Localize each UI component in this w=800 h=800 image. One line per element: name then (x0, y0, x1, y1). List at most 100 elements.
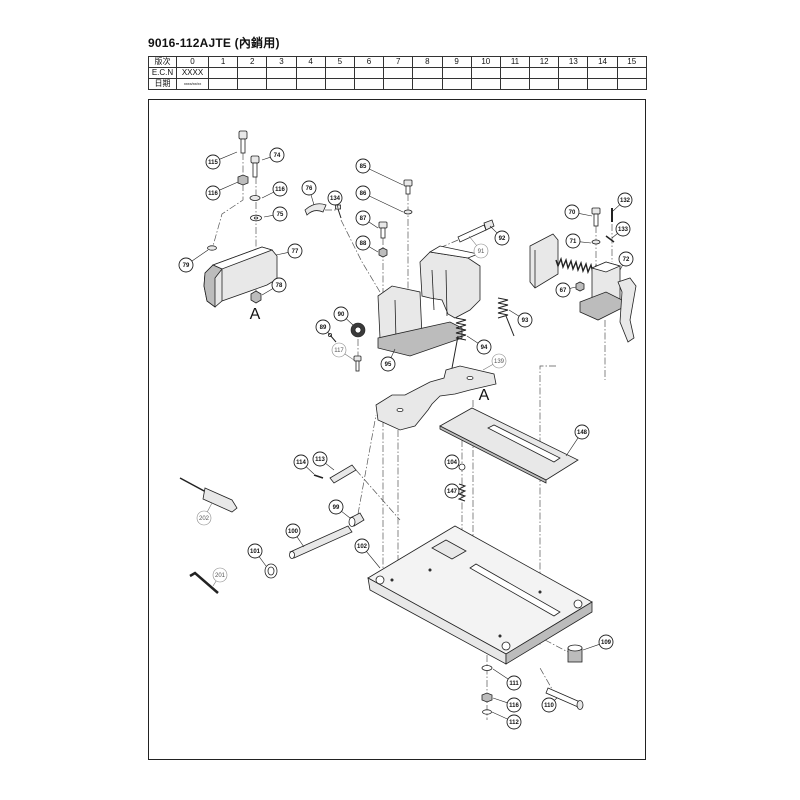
leader-line (344, 353, 355, 361)
leader-line (579, 241, 592, 244)
leader-line (305, 466, 315, 475)
part-94-spring (451, 317, 467, 369)
callout-104: 104 (444, 454, 460, 470)
callout-113: 113 (312, 451, 335, 471)
screw-head (403, 179, 413, 187)
leader-line (492, 668, 509, 680)
callout-circle (618, 251, 634, 267)
part-70-screw (591, 207, 601, 227)
leader-line (261, 288, 274, 296)
leader-line (482, 364, 494, 371)
callout-label: 101 (250, 549, 261, 555)
base-window (431, 539, 467, 560)
callout-circle (247, 543, 263, 559)
plate-hole (396, 407, 404, 412)
callout-circle (205, 154, 221, 170)
spring-coil (455, 317, 467, 341)
callout-label: 117 (334, 348, 344, 354)
screw-shaft (593, 213, 599, 227)
callout-label: 89 (320, 325, 327, 331)
callout-label: 112 (509, 720, 519, 726)
callout-92: 92 (489, 225, 510, 246)
callout-74: 74 (261, 147, 285, 163)
callout-circle (205, 185, 221, 201)
part-115-screw (238, 130, 248, 154)
callout-label: 148 (577, 430, 588, 436)
part-76-clip (304, 203, 327, 216)
callout-circle (301, 180, 317, 196)
callout-circle (272, 206, 288, 222)
callout-circle (476, 339, 492, 355)
callout-circle (555, 282, 571, 298)
screw-shaft (355, 360, 360, 372)
leader-line (369, 195, 404, 213)
gear-bore (354, 326, 362, 334)
screw-shaft (252, 162, 258, 178)
callout-circle (355, 185, 371, 201)
callout-label: 91 (478, 249, 485, 255)
callout-label: 90 (338, 312, 345, 318)
callout-circle (196, 510, 212, 526)
base-corner-foot (501, 641, 511, 651)
leader-line (258, 556, 267, 567)
part-116-washer (249, 195, 261, 201)
part-110-bolt (545, 687, 584, 710)
shaft-end (289, 551, 295, 559)
ring-inner (267, 566, 275, 576)
part-90-gear (350, 322, 366, 338)
callout-label: 102 (357, 544, 368, 550)
part-88-nut (378, 247, 388, 258)
part-109-foot (567, 644, 583, 663)
part-134-screw (335, 204, 342, 219)
callout-77: 77 (275, 243, 303, 259)
part-111-washer (481, 665, 493, 671)
callout-circle (444, 454, 460, 470)
leader-line (261, 191, 274, 199)
callout-circle (564, 204, 580, 220)
callout-label: 139 (494, 359, 505, 365)
callout-circle (178, 257, 194, 273)
bracket-upright (419, 251, 481, 319)
leader-line (489, 225, 498, 234)
part-102-base (367, 525, 593, 665)
assembly-line (544, 639, 569, 653)
callout-label: 113 (315, 457, 325, 463)
callout-95: 95 (380, 348, 396, 372)
assembly-line (357, 414, 377, 515)
callout-label: 78 (276, 283, 283, 289)
callout-label: 133 (618, 227, 629, 233)
part-104-ball (458, 463, 466, 471)
callout-circle (312, 451, 328, 467)
part-71-washer (591, 239, 601, 245)
callout-label: 74 (274, 153, 281, 159)
plate-hole (466, 375, 474, 380)
screw-head (238, 130, 248, 140)
base-hole (390, 578, 394, 582)
callout-label: 92 (499, 236, 506, 242)
callout-label: 104 (447, 460, 458, 466)
plate-edge (439, 425, 547, 484)
callout-89: 89 (315, 319, 332, 337)
leader-line (611, 233, 618, 239)
callout-102: 102 (354, 538, 381, 569)
callout-label: 85 (360, 164, 367, 170)
leader-line (466, 335, 479, 344)
callout-label: 72 (623, 257, 630, 263)
callout-94: 94 (466, 335, 492, 355)
callout-100: 100 (285, 523, 305, 548)
part-86-washer (403, 209, 413, 215)
vise-lead-screw (555, 256, 599, 276)
callout-115: 115 (205, 151, 238, 170)
leader-line (491, 711, 508, 720)
screwdriver-handle (202, 487, 238, 513)
bracket-base (377, 321, 463, 357)
screwdriver-blade (179, 477, 207, 493)
base-hole (538, 590, 542, 594)
callout-circle (333, 306, 349, 322)
callout-label: 134 (330, 196, 341, 202)
leader-line (336, 204, 339, 209)
callout-91: 91 (468, 235, 489, 259)
leader-line (390, 348, 396, 358)
diagram-frame (148, 99, 646, 760)
